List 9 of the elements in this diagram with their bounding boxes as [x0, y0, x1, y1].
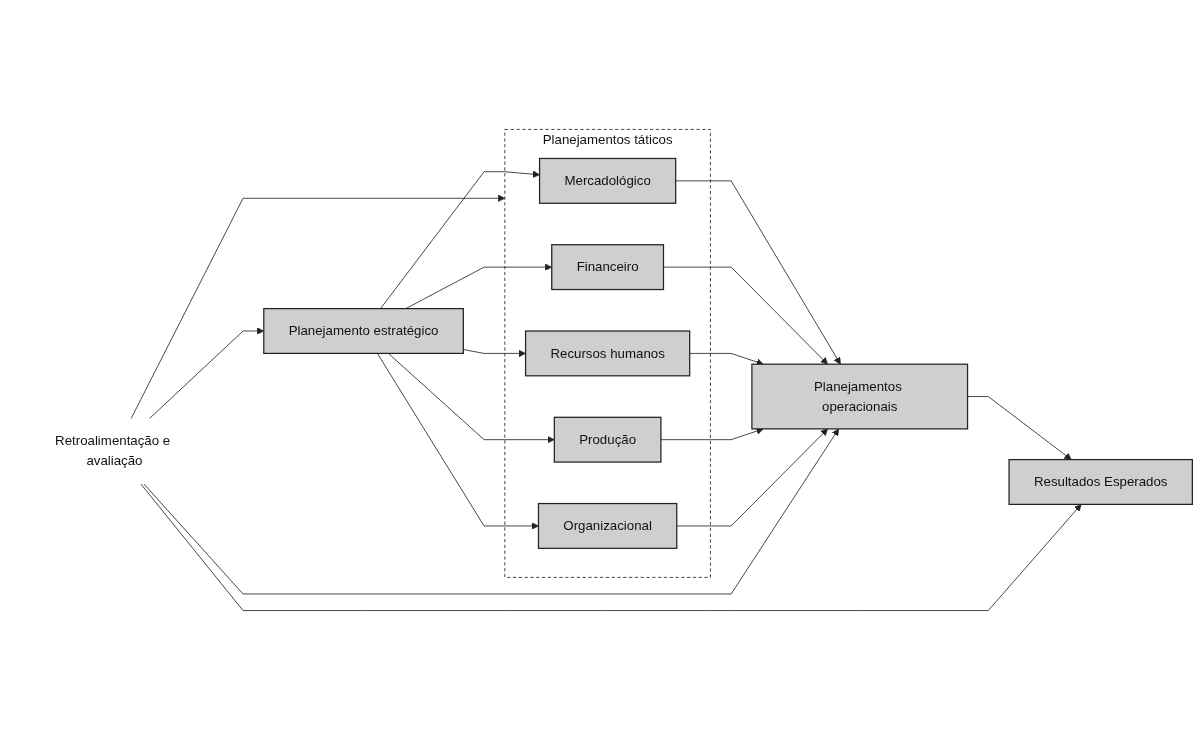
node-text: Retroalimentação e avaliação	[55, 433, 171, 468]
node-box: Planejamento estratégico	[263, 308, 464, 355]
node-box: Mercadológico	[538, 157, 677, 204]
node-box: Planejamentos operacionais	[751, 363, 969, 430]
node-box: Recursos humanos	[524, 330, 691, 377]
node-box: Produção	[553, 416, 662, 463]
node-box: Financeiro	[551, 244, 665, 291]
node-box: Organizacional	[537, 502, 678, 549]
node-box: Resultados Esperados	[1008, 458, 1193, 505]
